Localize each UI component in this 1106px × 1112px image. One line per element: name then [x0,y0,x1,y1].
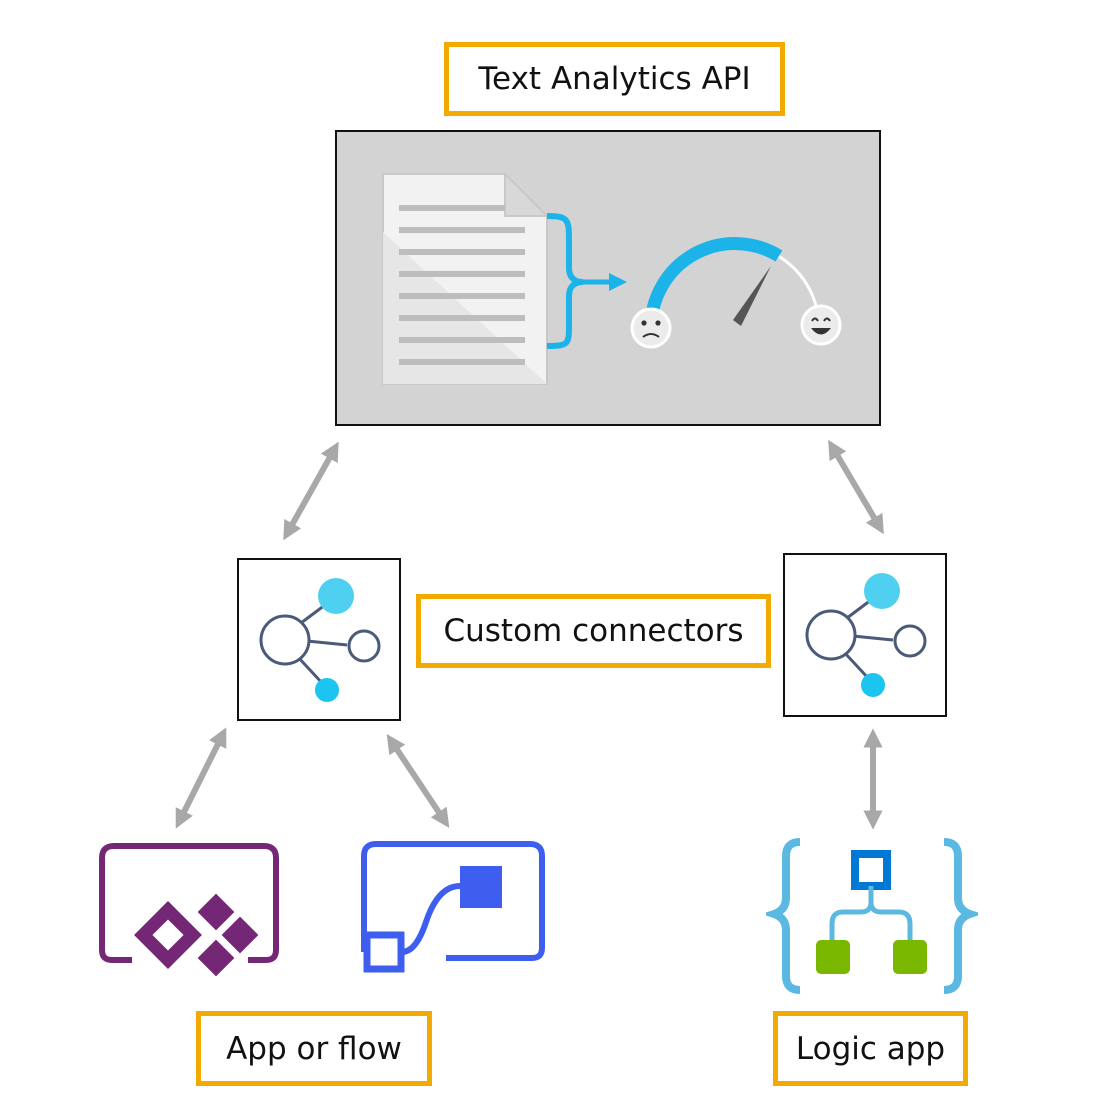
text-analytics-api-text: Text Analytics API [478,61,751,97]
bidirectional-arrow-icon [175,727,227,829]
text-analytics-api-panel [335,130,881,426]
bidirectional-arrow-icon [283,441,339,541]
custom-connectors-label: Custom connectors [416,594,771,668]
logic-apps-icon [766,838,978,994]
sentiment-gauge-icon [644,237,821,329]
app-or-flow-label: App or flow [196,1011,432,1086]
document-icon [382,171,550,385]
bidirectional-arrow-icon [386,734,450,828]
custom-connectors-text: Custom connectors [443,613,744,649]
custom-connector-right [783,553,947,717]
app-or-flow-text: App or flow [226,1030,402,1067]
logic-app-label: Logic app [773,1011,968,1086]
bidirectional-arrow-icon [828,439,884,535]
sad-face-icon [630,307,672,349]
text-analytics-api-label: Text Analytics API [444,42,785,116]
custom-connector-icon [259,578,381,702]
flow-arrow-icon [583,273,627,291]
custom-connector-icon [805,573,927,697]
api-illustration [382,171,842,385]
logic-app-text: Logic app [795,1030,946,1067]
custom-connector-left [237,558,401,721]
power-apps-icon [99,843,279,977]
power-automate-icon [361,841,545,973]
happy-face-icon [800,304,842,346]
